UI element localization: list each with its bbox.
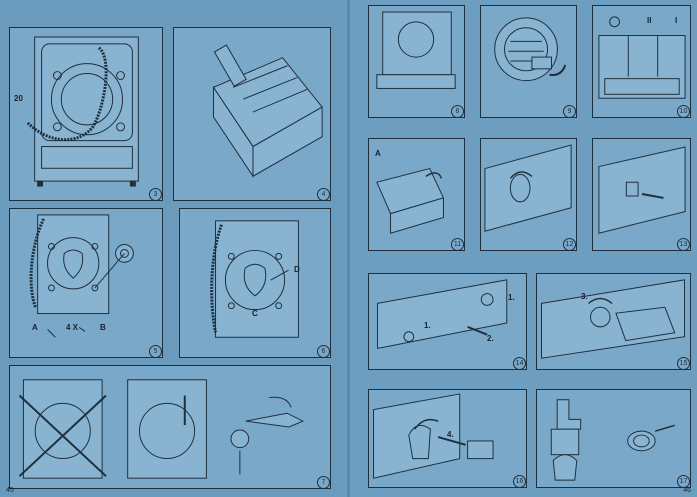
label-step-3: 3. xyxy=(581,292,588,301)
label-step-4: 4. xyxy=(447,430,454,439)
page-gutter xyxy=(347,0,351,497)
figure-12: 12 xyxy=(480,138,577,251)
figure-10: II I 10 xyxy=(592,5,691,118)
installed-machine-illustration xyxy=(376,11,456,89)
figure-number-4: 4 xyxy=(317,188,330,200)
start-button-illustration xyxy=(598,146,686,234)
figure-7: 7 xyxy=(9,365,331,489)
figure-6: D C 6 xyxy=(179,208,331,358)
figure-number-7: 7 xyxy=(317,476,330,488)
figure-number-9: 9 xyxy=(563,105,576,117)
figure-number-3: 3 xyxy=(149,188,162,200)
figure-16: 4. 16 xyxy=(368,389,527,488)
program-knob-illustration xyxy=(484,144,572,232)
inlet-filter-illustration xyxy=(550,399,675,481)
label-I: I xyxy=(675,16,678,25)
figure-3: 20 3 xyxy=(9,27,163,201)
figure-9: 9 xyxy=(480,5,577,118)
label-B: B xyxy=(100,323,106,332)
label-step-2: 2. xyxy=(487,334,494,343)
figure-17: 17 xyxy=(536,389,691,488)
filter-unscrew-illustration xyxy=(541,279,685,359)
figure-11: A 11 xyxy=(368,138,465,251)
filter-removal-illustration xyxy=(373,393,494,479)
figure-number-17: 17 xyxy=(677,475,690,487)
label-20: 20 xyxy=(14,94,23,103)
figure-number-16: 16 xyxy=(513,475,526,487)
figure-number-11: 11 xyxy=(451,238,464,250)
figure-number-6: 6 xyxy=(317,345,330,357)
figure-number-5: 5 xyxy=(149,345,162,357)
drawer-pull-illustration xyxy=(376,167,445,234)
label-II: II xyxy=(647,16,652,25)
figure-number-12: 12 xyxy=(563,238,576,250)
label-C: C xyxy=(252,309,258,318)
page-number-right: 46 xyxy=(683,487,691,494)
levelling-illustration xyxy=(18,379,304,479)
machine-rear-illustration xyxy=(26,36,139,187)
left-page: 20 3 4 xyxy=(0,0,348,497)
detergent-drawer-illustration xyxy=(212,44,323,178)
right-page: 8 9 II I 10 xyxy=(350,0,697,497)
door-open-illustration xyxy=(494,17,567,82)
label-D: D xyxy=(294,265,300,274)
label-4x: 4 X xyxy=(66,323,79,332)
cover-caps-illustration xyxy=(210,220,299,338)
figure-8: 8 xyxy=(368,5,465,118)
filter-cover-illustration xyxy=(376,279,508,350)
dispenser-compartments-illustration xyxy=(598,16,686,99)
page-number-left: 45 xyxy=(6,487,14,494)
figure-number-14: 14 xyxy=(513,357,526,369)
transport-bolts-illustration xyxy=(29,214,134,338)
label-step-1a: 1. xyxy=(508,293,515,302)
figure-number-10: 10 xyxy=(677,105,690,117)
figure-5: A 4 X B 5 xyxy=(9,208,163,358)
label-step-1b: 1. xyxy=(424,321,431,330)
figure-14: 1. 1. 2. 14 xyxy=(368,273,527,370)
figure-number-13: 13 xyxy=(677,238,690,250)
figure-number-15: 15 xyxy=(677,357,690,369)
figure-15: 3. 15 xyxy=(536,273,691,370)
figure-13: 13 xyxy=(592,138,691,251)
figure-4: 4 xyxy=(173,27,331,201)
label-A: A xyxy=(375,149,381,158)
label-A: A xyxy=(32,323,38,332)
figure-number-8: 8 xyxy=(451,105,464,117)
